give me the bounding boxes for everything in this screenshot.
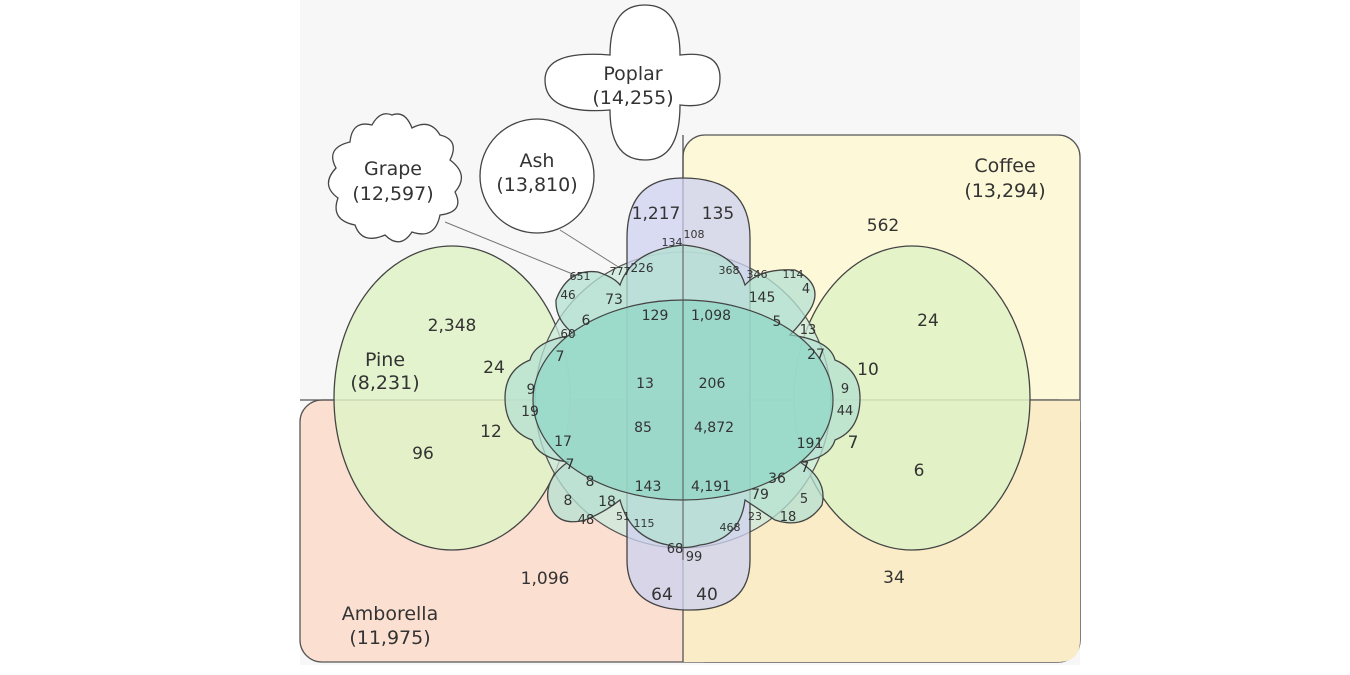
region-labels: 1,217 135 134 108 226 368 346 114 651 77… (412, 204, 939, 605)
grape-label-flower (327, 113, 462, 243)
region-count: 108 (684, 228, 705, 241)
region-count: 10 (857, 360, 879, 380)
region-count: 18 (598, 494, 616, 510)
region-count: 4,872 (694, 420, 734, 436)
region-count: 1,217 (632, 204, 681, 224)
region-count: 346 (747, 268, 768, 281)
region-count: 2,348 (428, 316, 477, 336)
region-count: 5 (773, 314, 782, 330)
poplar-count: (14,255) (592, 87, 673, 109)
region-count: 206 (699, 376, 726, 392)
region-count: 134 (662, 236, 683, 249)
region-count: 1,096 (521, 569, 570, 589)
pine-name: Pine (365, 349, 405, 371)
region-count: 27 (807, 347, 825, 363)
region-count: 19 (521, 404, 539, 420)
region-count: 6 (582, 313, 591, 329)
region-count: 368 (719, 264, 740, 277)
region-count: 23 (748, 510, 762, 523)
region-count: 24 (917, 311, 939, 331)
region-count: 51 (616, 510, 630, 523)
region-count: 96 (412, 444, 434, 464)
region-count: 562 (867, 216, 899, 236)
region-count: 7 (801, 460, 810, 476)
region-count: 12 (480, 422, 502, 442)
pine-set-shape (333, 245, 1031, 551)
region-count: 73 (605, 292, 623, 308)
coffee-count: (13,294) (964, 180, 1045, 202)
region-count: 46 (560, 288, 575, 302)
region-count: 9 (527, 382, 536, 398)
region-count: 8 (564, 493, 573, 509)
pine-count: (8,231) (350, 372, 419, 394)
region-count: 7 (566, 457, 575, 473)
region-count: 7 (556, 349, 565, 365)
grape-name: Grape (364, 158, 422, 180)
region-count: 60 (560, 327, 575, 341)
region-count: 17 (554, 434, 572, 450)
region-count: 777 (610, 265, 631, 278)
coffee-name: Coffee (974, 155, 1035, 177)
region-count: 34 (883, 568, 905, 588)
poplar-name: Poplar (603, 63, 662, 85)
ash-name: Ash (520, 150, 555, 172)
region-count: 13 (636, 376, 654, 392)
region-count: 145 (749, 290, 776, 306)
region-count: 9 (841, 382, 849, 397)
region-count: 114 (783, 268, 804, 281)
poplar-label-cloud (544, 4, 721, 161)
region-count: 135 (702, 204, 734, 224)
region-count: 13 (800, 323, 817, 338)
region-count: 79 (751, 487, 769, 503)
region-count: 143 (635, 479, 662, 495)
amborella-name: Amborella (342, 603, 438, 625)
region-count: 129 (642, 308, 669, 324)
region-count: 468 (720, 521, 741, 534)
region-count: 8 (586, 474, 595, 490)
region-count: 191 (797, 436, 824, 452)
grape-count: (12,597) (352, 183, 433, 205)
region-count: 226 (631, 261, 654, 275)
region-count: 651 (570, 270, 591, 283)
grape-leader-line (444, 221, 576, 276)
region-count: 99 (686, 550, 703, 565)
region-count: 1,098 (691, 308, 731, 324)
region-count: 6 (914, 461, 925, 481)
region-count: 4 (802, 282, 810, 297)
region-count: 68 (667, 542, 684, 557)
region-count: 85 (634, 420, 652, 436)
region-count: 48 (578, 513, 595, 528)
region-count: 24 (483, 358, 505, 378)
region-count: 115 (634, 517, 655, 530)
region-count: 44 (837, 404, 854, 419)
region-count: 18 (780, 510, 797, 525)
region-count: 5 (800, 492, 808, 507)
region-count: 40 (696, 585, 718, 605)
ash-leader-line (559, 229, 621, 269)
region-count: 36 (768, 471, 786, 487)
ash-count: (13,810) (496, 174, 577, 196)
region-count: 64 (651, 585, 673, 605)
amborella-count: (11,975) (349, 627, 430, 649)
ash-label-circle (479, 118, 595, 234)
region-count: 7 (848, 433, 859, 453)
region-count: 4,191 (691, 479, 731, 495)
